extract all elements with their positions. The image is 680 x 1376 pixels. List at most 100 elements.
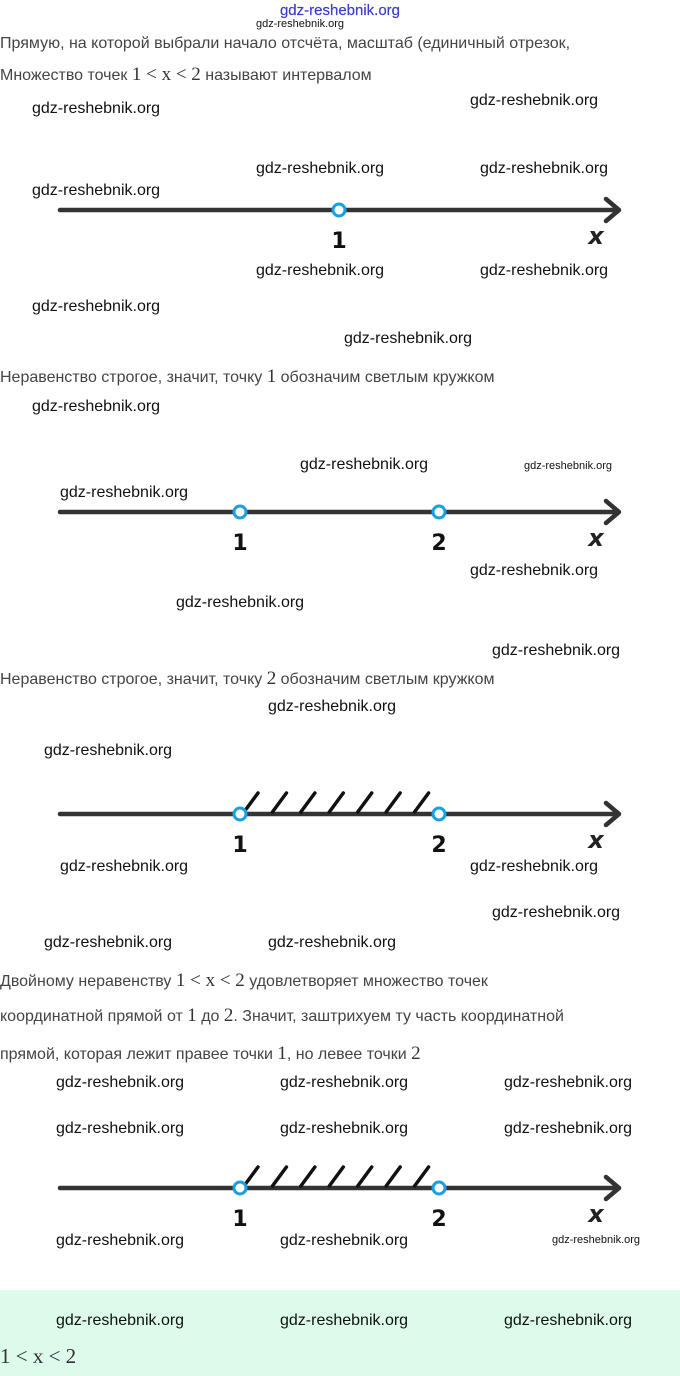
arrow-head-icon bbox=[603, 800, 622, 828]
hatch-mark bbox=[270, 791, 289, 814]
hatch-mark bbox=[412, 1165, 431, 1188]
number-line-diagram-1: x1 bbox=[57, 196, 622, 254]
explanation-math-3a: 1 bbox=[277, 1043, 287, 1064]
intro-line-2-prefix: Множество точек bbox=[0, 67, 132, 84]
watermark: gdz-reshebnik.org bbox=[256, 160, 385, 177]
site-header-link[interactable]: gdz-reshebnik.org bbox=[279, 2, 401, 19]
watermark: gdz-reshebnik.org bbox=[470, 562, 599, 579]
point-label: 1 bbox=[232, 531, 247, 556]
watermark: gdz-reshebnik.org bbox=[300, 456, 429, 473]
intro-line-2: Множество точек 1 < x < 2 называют интер… bbox=[0, 64, 372, 86]
watermark: gdz-reshebnik.org bbox=[32, 182, 161, 199]
hatch-mark bbox=[384, 1165, 402, 1188]
explanation-line-2-suffix: . Значит, заштрихуем ту часть координатн… bbox=[233, 1008, 564, 1025]
watermark: gdz-reshebnik.org bbox=[524, 460, 613, 472]
watermark: gdz-reshebnik.org bbox=[480, 160, 609, 177]
explanation-line-3-mid: , но левее точки bbox=[286, 1046, 412, 1063]
intro-line-1: Прямую, на которой выбрали начало отсчёт… bbox=[0, 35, 571, 52]
watermark: gdz-reshebnik.org bbox=[504, 1120, 633, 1137]
watermark: gdz-reshebnik.org bbox=[492, 904, 621, 921]
hatch-mark bbox=[242, 791, 260, 814]
step1-math: 1 bbox=[266, 366, 277, 387]
open-point-marker bbox=[431, 504, 447, 520]
axis-label: x bbox=[587, 826, 605, 854]
watermark: gdz-reshebnik.org bbox=[56, 1120, 185, 1137]
arrow-head-icon bbox=[603, 1174, 622, 1202]
watermark: gdz-reshebnik.org bbox=[56, 1232, 185, 1249]
hatch-mark bbox=[384, 791, 402, 814]
watermark: gdz-reshebnik.org bbox=[56, 1074, 185, 1091]
step2-suffix: обозначим светлым кружком bbox=[276, 671, 495, 688]
step2-math: 2 bbox=[266, 668, 277, 689]
explanation-line-2-prefix: координатной прямой от bbox=[0, 1008, 188, 1025]
watermark: gdz-reshebnik.org bbox=[268, 698, 397, 715]
number-line-diagram-3: x 1 2 bbox=[57, 791, 622, 858]
answer-box bbox=[0, 1290, 680, 1376]
watermark: gdz-reshebnik.org bbox=[32, 398, 161, 415]
answer-math: 1 < x < 2 bbox=[0, 1344, 77, 1368]
watermark: gdz-reshebnik.org bbox=[504, 1312, 633, 1329]
open-point-marker bbox=[232, 504, 248, 520]
point-label: 1 bbox=[232, 833, 247, 858]
explanation-line-3-prefix: прямой, которая лежит правее точки bbox=[0, 1046, 278, 1063]
point-label: 1 bbox=[331, 229, 346, 254]
explanation-line-2: координатной прямой от 1 до 2. Значит, з… bbox=[0, 1005, 564, 1027]
watermark: gdz-reshebnik.org bbox=[470, 92, 599, 109]
hatch-mark bbox=[327, 1165, 346, 1188]
hatch-mark bbox=[242, 1165, 260, 1188]
hatch-mark bbox=[327, 791, 346, 814]
explanation-line-1-prefix: Двойному неравенству bbox=[0, 973, 176, 990]
watermark: gdz-reshebnik.org bbox=[280, 1312, 409, 1329]
watermark: gdz-reshebnik.org bbox=[344, 330, 473, 347]
watermark: gdz-reshebnik.org bbox=[256, 262, 385, 279]
explanation-line-3: прямой, которая лежит правее точки 1, но… bbox=[0, 1043, 421, 1065]
point-label: 1 bbox=[232, 1207, 247, 1232]
watermark: gdz-reshebnik.org bbox=[44, 742, 173, 759]
number-line-diagram-4: x 1 2 bbox=[57, 1165, 622, 1232]
explanation-line-1: Двойному неравенству 1 < x < 2 удовлетво… bbox=[0, 970, 488, 992]
watermark: gdz-reshebnik.org bbox=[44, 934, 173, 951]
hatch-mark bbox=[355, 791, 374, 814]
point-label: 2 bbox=[431, 531, 446, 556]
watermark: gdz-reshebnik.org bbox=[256, 18, 345, 30]
step2-text: Неравенство строгое, значит, точку 2 обо… bbox=[0, 668, 494, 690]
watermark: gdz-reshebnik.org bbox=[280, 1120, 409, 1137]
explanation-line-2-mid: до bbox=[196, 1008, 224, 1025]
watermark: gdz-reshebnik.org bbox=[480, 262, 609, 279]
open-point-marker bbox=[232, 1180, 248, 1196]
axis-label: x bbox=[587, 1200, 605, 1228]
explanation-math-2a: 1 bbox=[187, 1005, 197, 1026]
arrow-head-icon bbox=[603, 196, 622, 224]
hatch-mark bbox=[299, 791, 317, 814]
point-label: 2 bbox=[431, 833, 446, 858]
watermark: gdz-reshebnik.org bbox=[492, 642, 621, 659]
watermark: gdz-reshebnik.org bbox=[176, 594, 305, 611]
hatch-mark bbox=[299, 1165, 317, 1188]
watermark: gdz-reshebnik.org bbox=[268, 934, 397, 951]
watermark: gdz-reshebnik.org bbox=[470, 858, 599, 875]
axis-label: x bbox=[587, 524, 605, 552]
open-point-marker bbox=[331, 202, 347, 218]
step1-text: Неравенство строгое, значит, точку 1 обо… bbox=[0, 366, 494, 388]
hatch-mark bbox=[270, 1165, 289, 1188]
point-label: 2 bbox=[431, 1207, 446, 1232]
watermark: gdz-reshebnik.org bbox=[552, 1234, 641, 1246]
open-point-marker bbox=[232, 806, 248, 822]
watermark: gdz-reshebnik.org bbox=[60, 484, 189, 501]
watermark: gdz-reshebnik.org bbox=[60, 858, 189, 875]
intro-math: 1 < x < 2 bbox=[131, 64, 201, 85]
explanation-line-1-suffix: удовлетворяет множество точек bbox=[244, 973, 488, 990]
step1-prefix: Неравенство строгое, значит, точку bbox=[0, 369, 267, 386]
arrow-head-icon bbox=[603, 498, 622, 526]
step1-suffix: обозначим светлым кружком bbox=[276, 369, 495, 386]
hatch-mark bbox=[355, 1165, 374, 1188]
watermark: gdz-reshebnik.org bbox=[280, 1232, 409, 1249]
watermark: gdz-reshebnik.org bbox=[504, 1074, 633, 1091]
step2-prefix: Неравенство строгое, значит, точку bbox=[0, 671, 267, 688]
intro-line-2-suffix: называют интервалом bbox=[200, 67, 372, 84]
axis-label: x bbox=[587, 222, 605, 250]
watermark: gdz-reshebnik.org bbox=[32, 298, 161, 315]
open-point-marker bbox=[431, 806, 447, 822]
explanation-math-2b: 2 bbox=[223, 1005, 234, 1026]
hatch-mark bbox=[412, 791, 431, 814]
